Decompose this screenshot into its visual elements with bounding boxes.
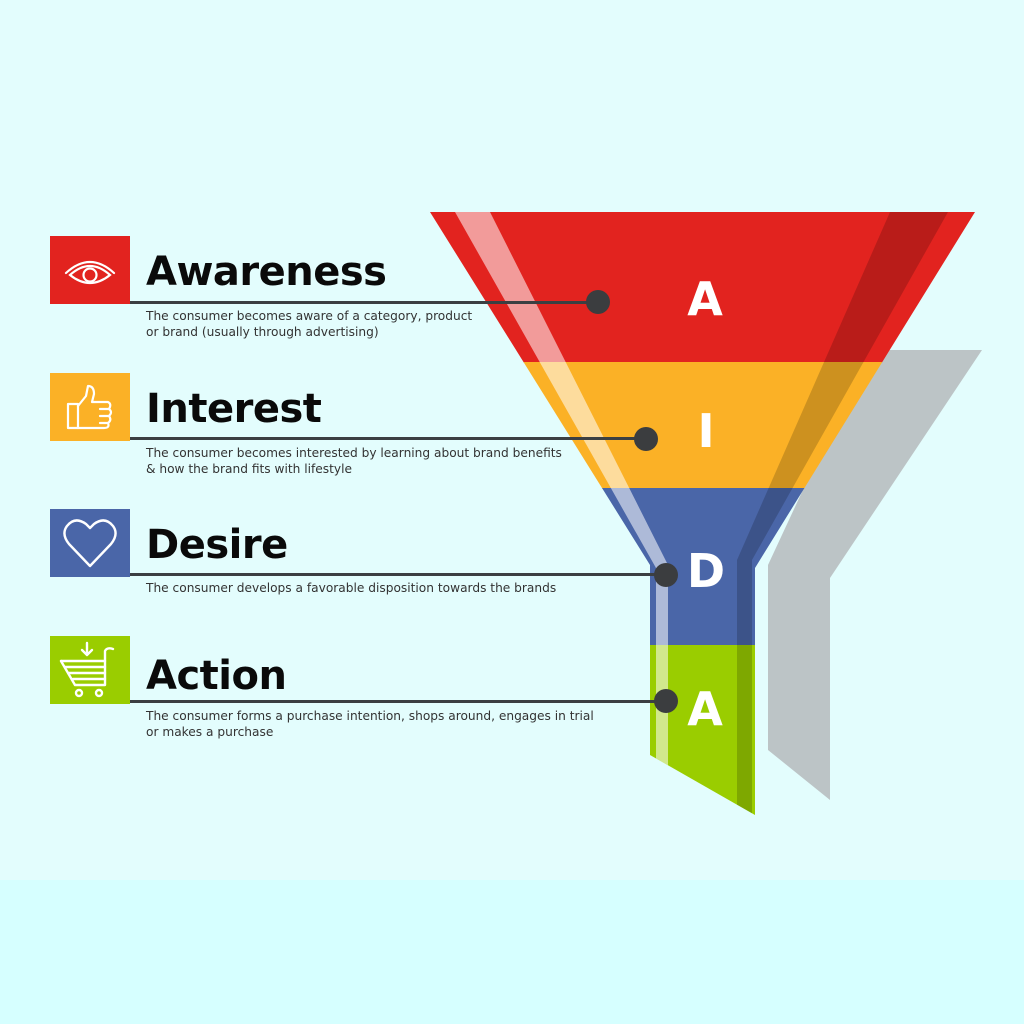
connector-line-action <box>130 700 665 703</box>
desire-icon-box <box>50 509 130 577</box>
funnel-shadow <box>768 350 982 800</box>
stage-description-line2: & how the brand fits with lifestyle <box>146 462 353 476</box>
funnel-letter-i-interest: I <box>697 404 715 458</box>
connector-line-interest <box>130 437 645 440</box>
stage-description-line2: or brand (usually through advertising) <box>146 325 379 339</box>
funnel-letter-a-awareness: A <box>687 272 723 326</box>
stage-title: Awareness <box>146 249 387 295</box>
funnel-shade <box>737 212 948 815</box>
funnel-letter-d-desire: D <box>686 544 726 598</box>
connector-dot-action <box>654 689 678 713</box>
eye-icon <box>64 260 116 285</box>
stage-description-line1: The consumer becomes aware of a category… <box>146 309 473 323</box>
stage-title: Interest <box>146 386 322 432</box>
shopping-cart-icon <box>59 641 115 698</box>
stage-description-line2: or makes a purchase <box>146 725 274 739</box>
stage-description-line1: The consumer becomes interested by learn… <box>146 446 562 460</box>
background-bottom-band <box>0 880 1024 1024</box>
stage-description-line1: The consumer forms a purchase intention,… <box>146 709 594 723</box>
stage-title: Desire <box>146 522 288 568</box>
stage-title: Action <box>146 653 287 699</box>
connector-dot-awareness <box>586 290 610 314</box>
connector-line-awareness <box>130 301 600 304</box>
interest-icon-box <box>50 373 130 441</box>
thumbs-up-icon <box>66 384 113 430</box>
funnel-letter-a-action: A <box>687 682 723 736</box>
connector-dot-interest <box>634 427 658 451</box>
stage-description-line1: The consumer develops a favorable dispos… <box>146 581 557 595</box>
heart-icon <box>63 519 117 568</box>
action-icon-box <box>50 636 130 704</box>
awareness-icon-box <box>50 236 130 304</box>
funnel-highlight <box>455 212 668 770</box>
funnel-band-action <box>430 645 975 815</box>
connector-line-desire <box>130 573 665 576</box>
connector-dot-desire <box>654 563 678 587</box>
